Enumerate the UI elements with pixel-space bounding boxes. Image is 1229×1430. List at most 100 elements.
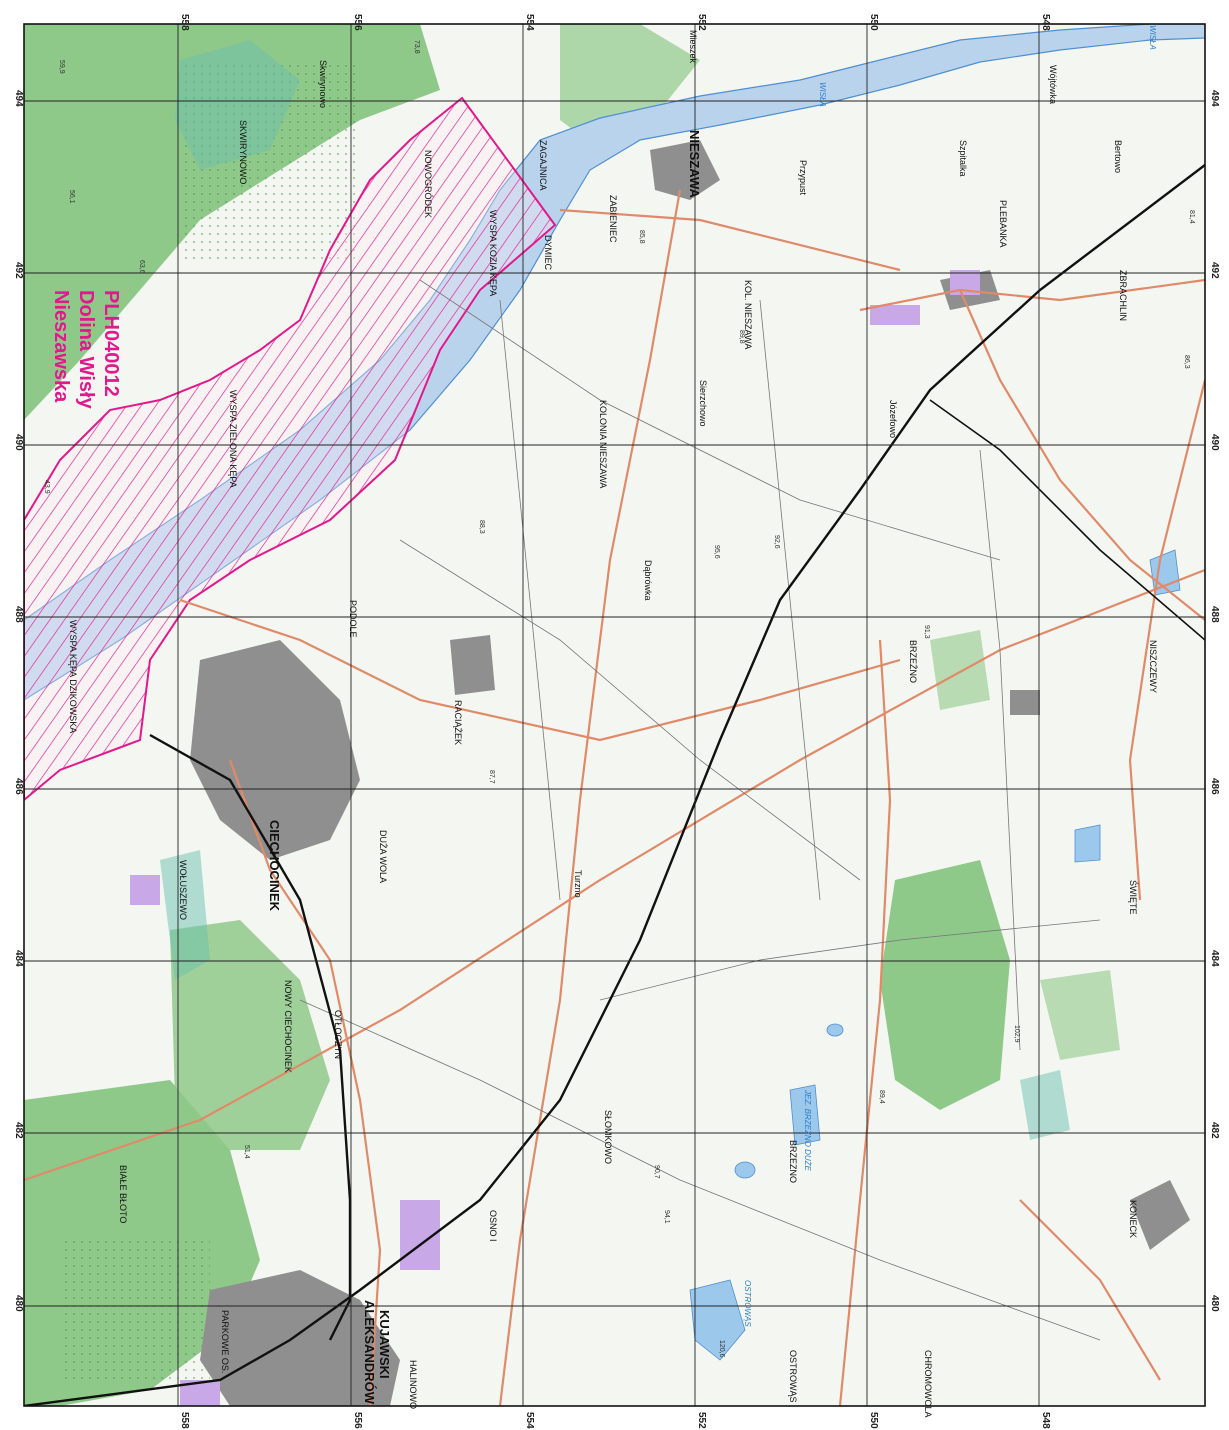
place-jozefowo: Józefowo xyxy=(888,400,898,438)
tick-left-488: 488 xyxy=(13,606,24,623)
place-szpitalka: Szpitalka xyxy=(958,140,968,177)
elevation-18: 81,4 xyxy=(1188,210,1195,224)
elevation-3: 56,1 xyxy=(68,190,75,204)
elevation-14: 120,6 xyxy=(718,1340,725,1358)
grid-labels-bottom: 558 556 554 552 550 548 xyxy=(179,1412,1051,1429)
wetland-areas xyxy=(160,40,1070,1140)
tick-bottom-558: 558 xyxy=(179,1412,190,1429)
water-labels: WISŁA WISŁA OSTROWĄS JEZ. BRZEZNO DUŻE xyxy=(743,25,1157,1327)
tick-bottom-550: 550 xyxy=(868,1412,879,1429)
tick-bottom-548: 548 xyxy=(1040,1412,1051,1429)
orchard-pattern-2 xyxy=(60,1240,210,1380)
river-vistula xyxy=(24,24,1205,701)
water-label-wisla-2: WISŁA xyxy=(1148,25,1157,50)
map-frame xyxy=(23,23,1206,1407)
place-kol-nieszawa: KOL. NIESZAWA xyxy=(743,280,753,349)
place-kolonia-nieszawa: KOLONIA NIESZAWA xyxy=(598,400,608,488)
natura2000-label: Nieszawska Dolina Wisły PLH040012 xyxy=(50,290,122,410)
tick-top-552: 552 xyxy=(696,14,707,31)
natura2000-label-line3: PLH040012 xyxy=(100,290,122,397)
place-wyspa-kozia-kepa: WYSPA KOZIA KĘPA xyxy=(488,210,498,296)
tick-left-494: 494 xyxy=(13,90,24,107)
water-label-brzezno: JEZ. BRZEZNO DUŻE xyxy=(803,1089,812,1172)
elevation-20: 51,4 xyxy=(243,1145,250,1159)
tick-bottom-556: 556 xyxy=(352,1412,363,1429)
place-raciazek: RACIĄŻEK xyxy=(453,700,463,745)
place-chromowola: CHROMOWOLA xyxy=(923,1350,933,1418)
place-halinowo: HALINOWO xyxy=(408,1360,418,1409)
elevation-10: 91,3 xyxy=(923,625,930,639)
tick-bottom-554: 554 xyxy=(524,1412,535,1429)
place-skwirynowo: Skwirynowo xyxy=(318,60,328,108)
place-labels: Skwirynowo SKWIRYNOWO NOWOGRÓDEK ZAGAJNI… xyxy=(68,30,1158,1418)
place-slomkowo: SŁOMKOWO xyxy=(603,1110,613,1164)
tick-left-482: 482 xyxy=(13,1122,24,1139)
place-konecki: KONECK xyxy=(1128,1200,1138,1238)
place-zabieniec: ZABIENIEC xyxy=(608,195,618,243)
place-mieszek: Mieszek xyxy=(688,30,698,64)
tick-right-494: 494 xyxy=(1209,90,1220,107)
place-przypust: Przypust xyxy=(798,160,808,196)
elevation-1: 59,9 xyxy=(58,60,65,74)
place-podole: PODOLE xyxy=(348,600,358,638)
natura2000-label-line2: Dolina Wisły xyxy=(75,290,97,410)
place-skwirynowo-caps: SKWIRYNOWO xyxy=(238,120,248,184)
town-nieszawa: NIESZAWA xyxy=(687,130,702,199)
elevation-19: 86,3 xyxy=(1183,355,1190,369)
natura2000-label-line1: Nieszawska xyxy=(50,290,72,403)
elevation-9: 92,6 xyxy=(773,535,780,549)
elevation-6: 85,8 xyxy=(638,230,645,244)
place-swiete: ŚWIĘTE xyxy=(1128,880,1139,915)
tick-top-550: 550 xyxy=(868,14,879,31)
place-woluszewo: WOŁUSZEWO xyxy=(178,860,188,920)
place-dabrowka: Dąbrówka xyxy=(643,560,653,601)
place-duza-wola: DUŻA WOLA xyxy=(378,830,388,883)
tick-right-492: 492 xyxy=(1209,262,1220,279)
natura2000-area[interactable] xyxy=(24,96,557,802)
tick-right-490: 490 xyxy=(1209,434,1220,451)
tick-right-484: 484 xyxy=(1209,950,1220,967)
industrial-areas xyxy=(130,270,980,1406)
place-turzno: Turzno xyxy=(573,870,583,898)
elevation-12: 90,7 xyxy=(653,1165,660,1179)
tick-left-492: 492 xyxy=(13,262,24,279)
tick-left-480: 480 xyxy=(13,1295,24,1312)
tick-top-556: 556 xyxy=(352,14,363,31)
elevation-15: 89,4 xyxy=(878,1090,885,1104)
place-sierzchowo: Sierzchowo xyxy=(698,380,708,427)
place-osno: OSNO I xyxy=(488,1210,498,1242)
water-label-ostrowas: OSTROWĄS xyxy=(743,1280,752,1327)
elevation-points: 59,9 73,8 56,1 63,6 43,9 85,8 89,8 88,3 … xyxy=(43,40,1195,1358)
place-biale-bloto: BIAŁE BŁOTO xyxy=(118,1165,128,1223)
elevation-4: 63,6 xyxy=(138,260,145,274)
elevation-8: 88,3 xyxy=(478,520,485,534)
town-kujawski: KUJAWSKI xyxy=(377,1310,392,1379)
place-nowogrodek: NOWOGRÓDEK xyxy=(423,150,433,218)
grid-labels-top: 558 556 554 552 550 548 xyxy=(179,14,1051,31)
tick-left-486: 486 xyxy=(13,778,24,795)
elevation-5: 43,9 xyxy=(43,480,50,494)
town-aleksandrow: ALEKSANDRÓW xyxy=(362,1300,377,1405)
place-parkowe: PARKOWE OS. xyxy=(220,1310,230,1373)
place-ostrowas: OSTROWĄS xyxy=(788,1350,798,1403)
elevation-16: 87,7 xyxy=(488,770,495,784)
water-label-wisla: WISŁA xyxy=(818,82,827,107)
grid-labels-right: 494 492 490 488 486 484 482 480 xyxy=(1209,90,1220,1312)
tick-right-480: 480 xyxy=(1209,1295,1220,1312)
place-plebanka: PLEBANKA xyxy=(998,200,1008,248)
place-niszczewy: NISZCZEWY xyxy=(1148,640,1158,693)
elevation-11: 102,9 xyxy=(1013,1025,1020,1043)
place-nowy-ciechocinek: NOWY CIECHOCINEK xyxy=(283,980,293,1073)
elevation-2: 73,8 xyxy=(413,40,420,54)
elevation-13: 94,1 xyxy=(663,1210,670,1224)
tick-right-482: 482 xyxy=(1209,1122,1220,1139)
tick-top-554: 554 xyxy=(524,14,535,31)
minor-roads xyxy=(299,279,1101,1341)
place-bertowo: Bertowo xyxy=(1113,140,1123,173)
place-wyspa-kepa-dzikowska: WYSPA KĘPA DZIKOWSKA xyxy=(68,620,78,733)
place-zbrachlin: ZBRACHLIN xyxy=(1118,270,1128,321)
tick-top-558: 558 xyxy=(179,14,190,31)
place-otloczyn: OTŁOCZYN xyxy=(333,1010,343,1059)
tick-bottom-552: 552 xyxy=(696,1412,707,1429)
